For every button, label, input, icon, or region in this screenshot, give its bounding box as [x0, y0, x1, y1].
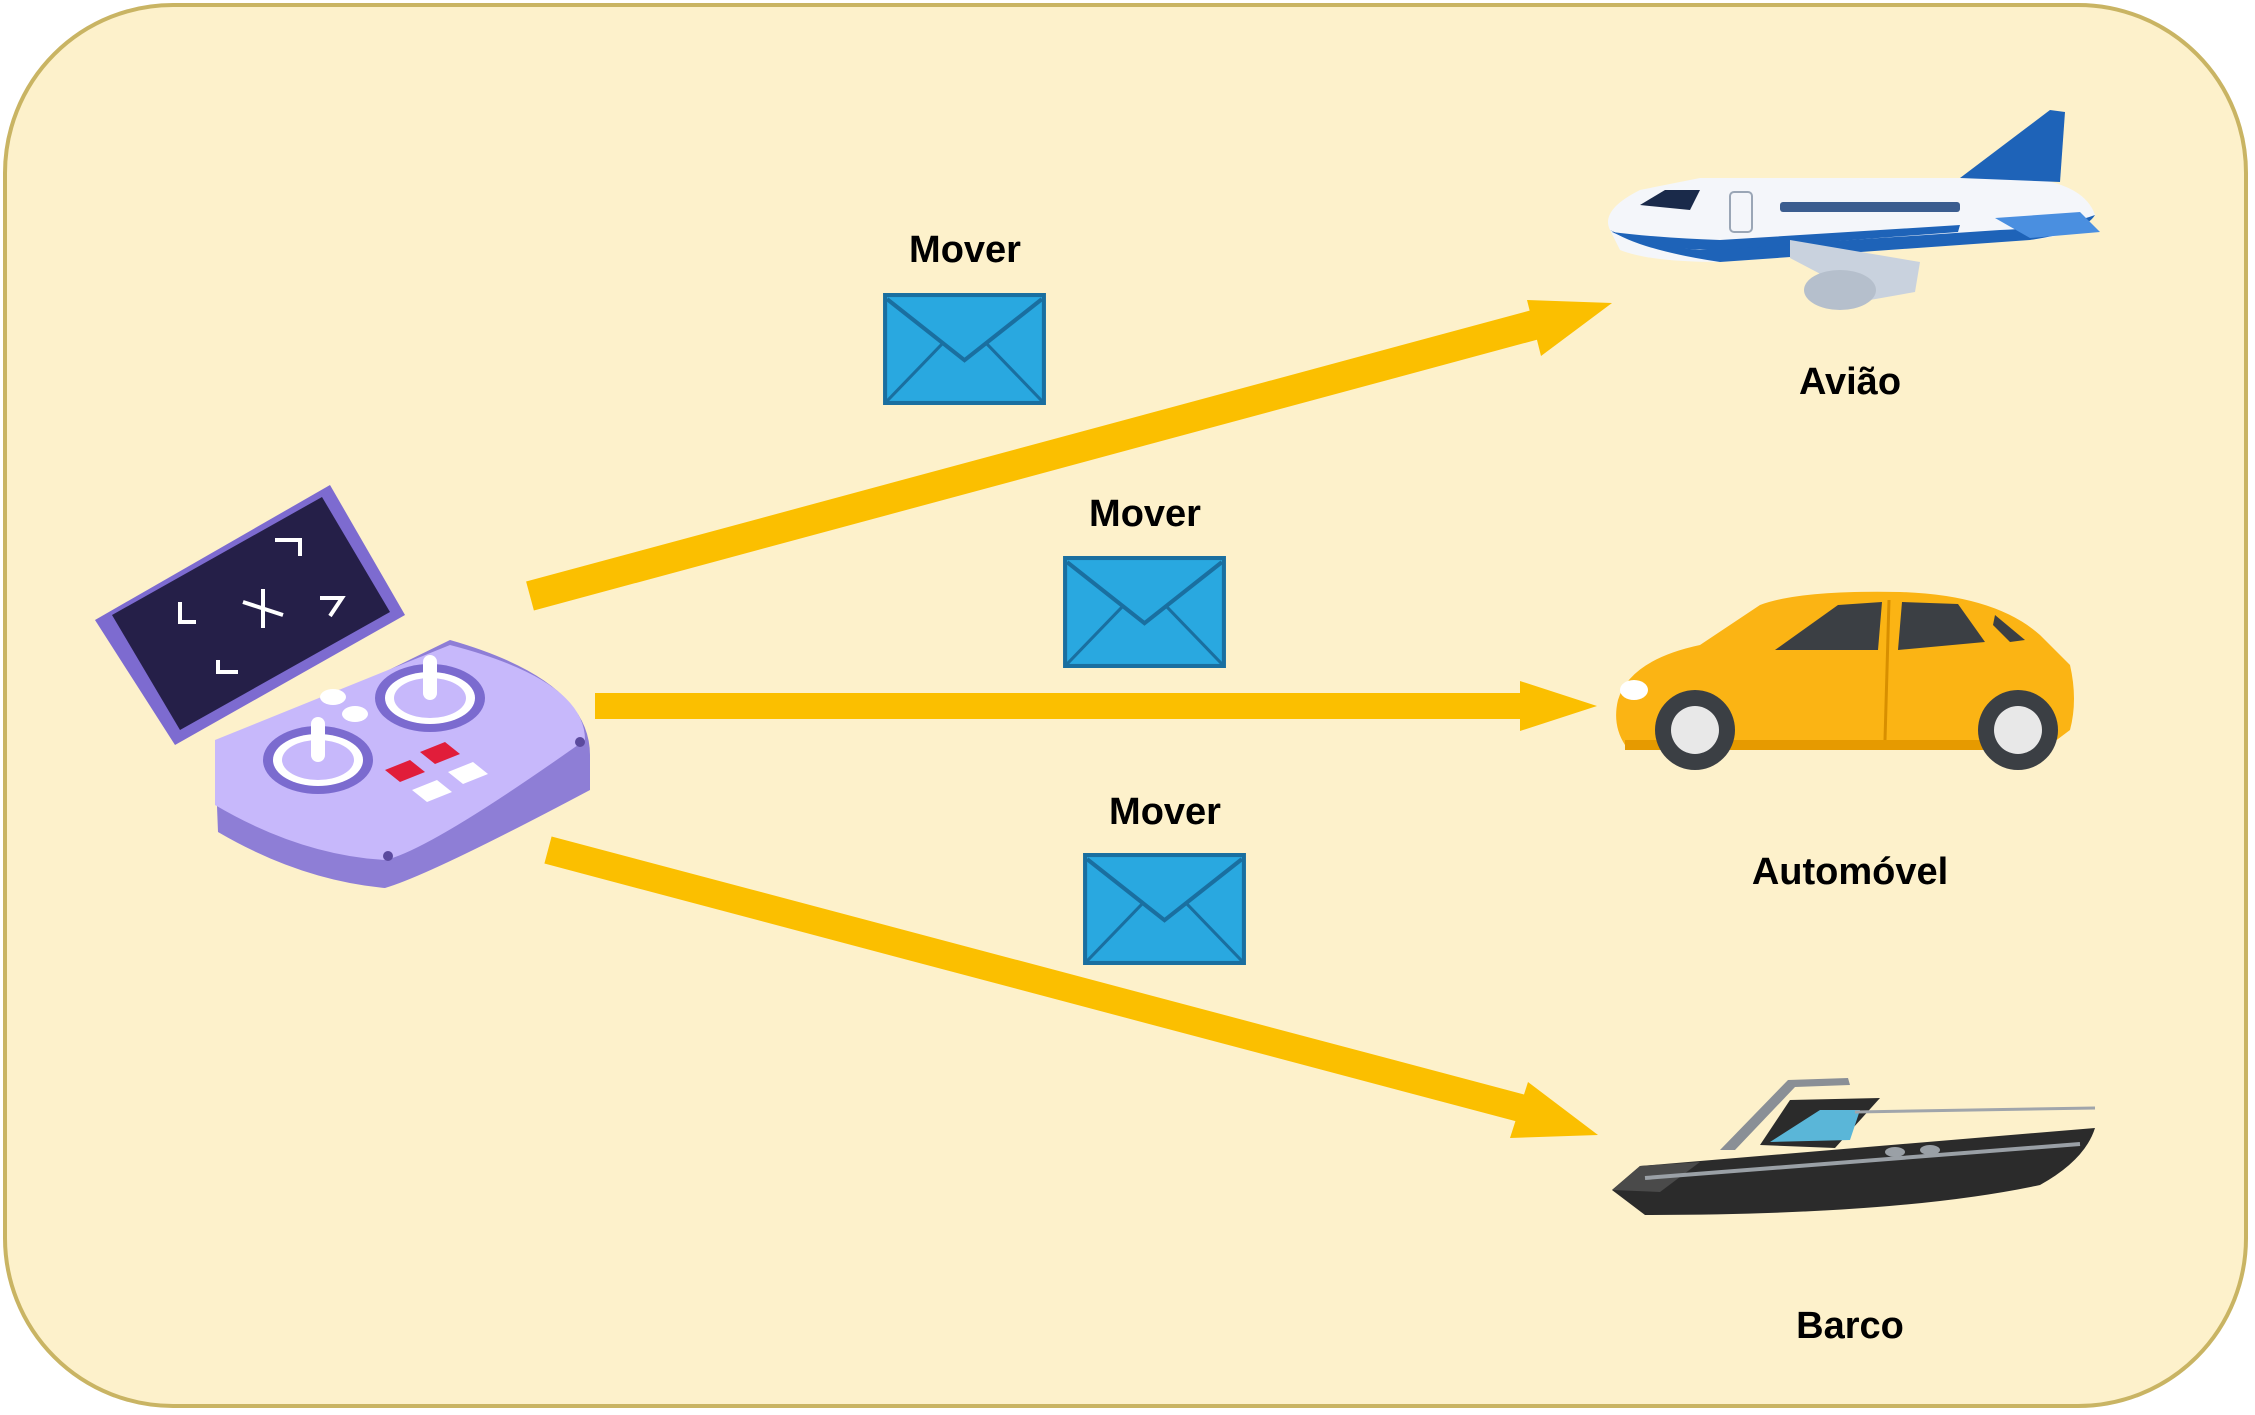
message-label: Mover: [1089, 493, 1201, 535]
message-label: Mover: [909, 229, 1021, 271]
arrow-to-car: [595, 681, 1597, 731]
arrow-to-airplane: [526, 300, 1612, 611]
receiver-label-car: Automóvel: [1751, 851, 1949, 893]
receiver-label-boat: Barco: [1796, 1305, 1904, 1347]
envelope-icon: [1065, 558, 1224, 666]
airplane-icon: [1608, 110, 2100, 310]
message-label: Mover: [1109, 791, 1221, 833]
envelope-icon: [1085, 855, 1244, 963]
game-controller-icon: [95, 485, 590, 888]
envelope-icon: [885, 295, 1044, 403]
boat-icon: [1612, 1078, 2096, 1215]
arrow-to-boat: [544, 836, 1598, 1138]
receiver-label-airplane: Avião: [1798, 361, 1902, 403]
car-icon: [1616, 591, 2074, 770]
